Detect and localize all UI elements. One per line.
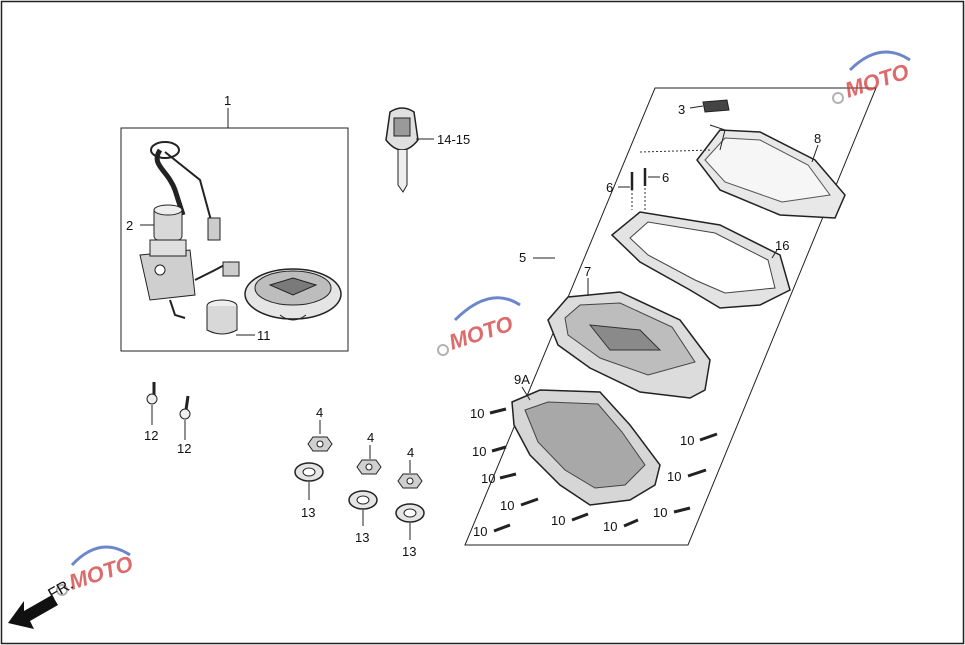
watermark-text: MOTO (842, 59, 912, 103)
ignition-switch-body (139, 249, 196, 301)
callout-4: 4 (407, 445, 414, 460)
harness-connector (222, 261, 240, 277)
ignition-wire-2 (164, 151, 216, 236)
callout-16: 16 (775, 238, 789, 253)
callout-10: 10 (551, 513, 565, 528)
callout-10: 10 (473, 524, 487, 539)
lock-set-box (120, 127, 349, 352)
callout-10: 10 (603, 519, 617, 534)
key-part (385, 107, 434, 193)
callout-labels: 1 2 3 4 4 4 5 6 6 7 8 9A 10 10 10 10 10 … (126, 93, 821, 559)
gear-icon (56, 584, 68, 596)
callout-10: 10 (472, 444, 486, 459)
callout-3: 3 (678, 102, 685, 117)
callout-10: 10 (667, 469, 681, 484)
callout-10: 10 (470, 406, 484, 421)
callout-1: 1 (224, 93, 231, 108)
callout-12: 12 (144, 428, 158, 443)
callout-13: 13 (402, 544, 416, 559)
part-3-cap (702, 99, 730, 113)
callout-10: 10 (653, 505, 667, 520)
lock-set-group (120, 108, 349, 352)
callout-13: 13 (301, 505, 315, 520)
watermark-middle: MOTO (437, 296, 521, 356)
nuts-washers (294, 420, 425, 540)
callout-14-15: 14-15 (437, 132, 470, 147)
watermark-text: MOTO (66, 551, 136, 595)
front-direction-indicator: FR. (8, 576, 76, 629)
gear-icon (832, 92, 844, 104)
gear-icon (437, 344, 449, 356)
meter-assembly-box (464, 87, 877, 546)
seat-lock-cylinder (206, 306, 238, 335)
ignition-wire (154, 148, 186, 216)
callout-10: 10 (481, 471, 495, 486)
screw-12a (146, 393, 158, 405)
callout-7: 7 (584, 264, 591, 279)
callout-11: 11 (257, 328, 271, 343)
leader-8 (811, 144, 819, 163)
callout-4: 4 (316, 405, 323, 420)
screws-10 (489, 407, 718, 533)
callout-6: 6 (606, 180, 613, 195)
wire-loop (150, 141, 180, 159)
callout-12: 12 (177, 441, 191, 456)
key-blade (397, 150, 408, 193)
callout-6: 6 (662, 170, 669, 185)
callout-8: 8 (814, 131, 821, 146)
callout-10: 10 (500, 498, 514, 513)
callout-2: 2 (126, 218, 133, 233)
screw-12b (179, 408, 191, 420)
leader-9a (521, 386, 531, 401)
callout-9a: 9A (514, 372, 530, 387)
callout-10: 10 (680, 433, 694, 448)
leader-16 (771, 249, 778, 259)
front-arrow-icon (8, 595, 58, 629)
callout-13: 13 (355, 530, 369, 545)
meter-assembly-group (464, 87, 877, 546)
wire-connector (207, 217, 221, 241)
screws-12 (146, 382, 191, 440)
callout-5: 5 (519, 250, 526, 265)
callout-4: 4 (367, 430, 374, 445)
